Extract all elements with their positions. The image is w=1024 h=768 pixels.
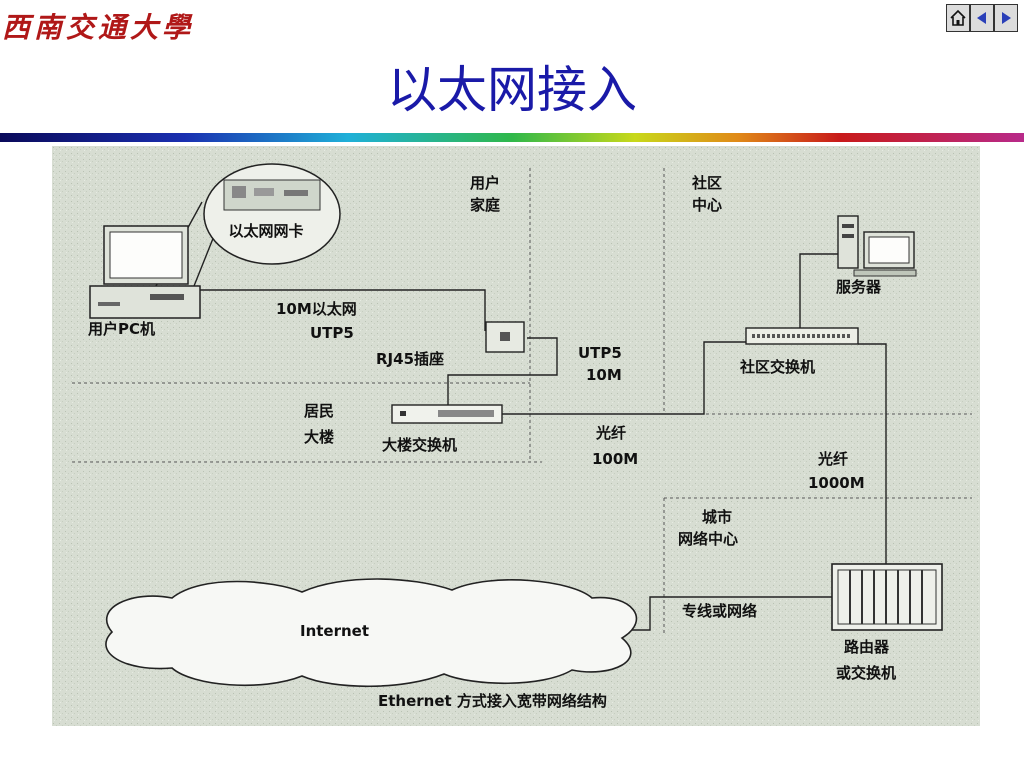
- internet-label: Internet: [300, 622, 369, 640]
- user-pc: 用户PC机: [88, 225, 201, 338]
- diagram-caption: Ethernet 方式接入宽带网络结构: [378, 692, 607, 710]
- zone-user-home-1: 用户: [470, 174, 500, 192]
- home-icon: [950, 9, 966, 26]
- rj45-socket: [485, 321, 525, 353]
- ethernet-access-diagram: 以太网网卡 用户PC机 用户 家庭 社区 中心 居民 大楼 城市 网络中心 10…: [52, 146, 980, 726]
- link-home-speed: 10M以太网: [276, 300, 357, 318]
- server-label: 服务器: [836, 278, 882, 296]
- router-label-1: 路由器: [844, 638, 890, 656]
- fiber-100-label-2: 100M: [592, 450, 638, 468]
- fiber-100-label-1: 光纤: [595, 424, 626, 442]
- zone-community-2: 中心: [692, 196, 722, 214]
- community-switch-label: 社区交换机: [739, 358, 815, 376]
- link-home-cable: UTP5: [310, 324, 354, 342]
- community-switch: [745, 327, 859, 345]
- slide-title: 以太网接入: [387, 61, 637, 119]
- ethernet-nic: 以太网网卡: [203, 163, 341, 265]
- zone-user-home-2: 家庭: [470, 196, 501, 214]
- slide-nav: [946, 4, 1018, 32]
- zone-community-1: 社区: [691, 174, 722, 192]
- link-utp-speed: 10M: [586, 366, 622, 384]
- building-switch-label: 大楼交换机: [382, 436, 457, 454]
- building-switch: [391, 404, 503, 424]
- pc-label: 用户PC机: [88, 320, 155, 338]
- nic-label: 以太网网卡: [228, 222, 303, 240]
- leased-line-label: 专线或网络: [682, 602, 757, 620]
- next-button[interactable]: [994, 4, 1018, 32]
- university-logo: 西南交通大學: [2, 11, 195, 44]
- zone-city-2: 网络中心: [678, 530, 738, 548]
- internet-cloud: [105, 578, 638, 688]
- link-utp-cable: UTP5: [578, 344, 622, 362]
- zone-residential-1: 居民: [304, 402, 334, 420]
- rj45-label: RJ45插座: [376, 350, 444, 368]
- fiber-1000-label-2: 1000M: [808, 474, 865, 492]
- rainbow-divider: [0, 133, 1024, 142]
- home-button[interactable]: [946, 4, 970, 32]
- zone-boundaries: [72, 168, 972, 636]
- server: [837, 215, 917, 277]
- zone-residential-2: 大楼: [304, 428, 334, 446]
- prev-button[interactable]: [970, 4, 994, 32]
- next-icon: [1002, 12, 1011, 24]
- fiber-1000-label-1: 光纤: [817, 450, 848, 468]
- router-label-2: 或交换机: [836, 664, 896, 682]
- zone-city-1: 城市: [702, 508, 732, 526]
- router: [831, 563, 943, 631]
- prev-icon: [977, 12, 986, 24]
